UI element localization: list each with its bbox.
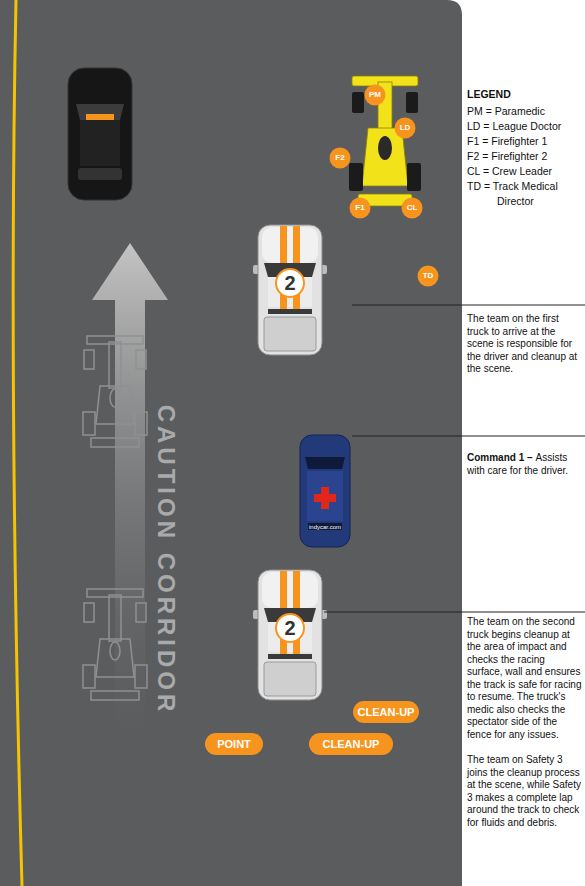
leader-line — [324, 612, 585, 613]
legend-entry: CL = Crew Leader — [467, 164, 583, 179]
leader-line — [352, 436, 585, 437]
zone-marker: CLEAN-UP — [353, 701, 419, 723]
legend-entry: F1 = Firefighter 1 — [467, 134, 583, 149]
marker-text: CLEAN-UP — [323, 739, 380, 750]
ghost-car — [83, 336, 147, 447]
marker-pill — [205, 733, 263, 755]
marker-circle — [365, 85, 386, 106]
marker-circle — [330, 148, 351, 169]
role-marker: TD — [417, 265, 439, 287]
role-marker: F1 — [349, 197, 371, 219]
ghost-car — [83, 589, 147, 700]
truck-number: 2 — [276, 614, 304, 642]
legend-heading: LEGEND — [467, 88, 583, 101]
legend-entry: F2 = Firefighter 2 — [467, 149, 583, 164]
marker-circle — [402, 198, 423, 219]
marker-circle — [418, 266, 439, 287]
legend: PM = ParamedicLD = League DoctorF1 = Fir… — [467, 104, 583, 209]
callout-text: The team on the second truck begins clea… — [467, 616, 582, 829]
track-surface — [0, 0, 462, 886]
marker-text: CL — [407, 204, 418, 212]
pace-car — [68, 68, 132, 200]
marker-text: POINT — [217, 739, 251, 750]
legend-entry: TD = Track Medical Director — [467, 179, 583, 209]
marker-text: TD — [423, 272, 434, 280]
callout-heading: Command 1 – — [467, 452, 533, 463]
callout-text: The team on the second truck begins clea… — [467, 616, 582, 741]
marker-text: F2 — [335, 154, 344, 162]
legend-entry: LD = League Doctor — [467, 119, 583, 134]
safety-truck — [253, 225, 327, 355]
marker-text: F1 — [355, 204, 364, 212]
marker-circle — [350, 198, 371, 219]
safety-truck — [253, 570, 327, 700]
legend-entry: PM = Paramedic — [467, 104, 583, 119]
command-car — [300, 435, 350, 547]
truck-number: 2 — [276, 269, 304, 297]
marker-text: CLEAN-UP — [358, 707, 415, 718]
marker-pill — [309, 733, 393, 755]
callout-text: The team on Safety 3 joins the cleanup p… — [467, 754, 582, 829]
corridor-label: CAUTION CORRIDOR — [154, 405, 178, 716]
car-livery-text: indycar.com — [300, 523, 350, 532]
track-edge-line — [13, 0, 22, 886]
role-marker: F2 — [329, 147, 351, 169]
zone-marker: CLEAN-UP — [309, 733, 393, 755]
marker-text: PM — [369, 91, 381, 99]
zone-marker: POINT — [205, 733, 263, 755]
marker-circle — [395, 118, 416, 139]
marker-text: LD — [400, 124, 411, 132]
role-marker: LD — [394, 117, 416, 139]
role-marker: CL — [401, 197, 423, 219]
callout-text: The team on the first truck to arrive at… — [467, 313, 582, 376]
indy-car — [349, 76, 421, 206]
callout-text: Command 1 –Assists with care for the dri… — [467, 452, 582, 477]
role-marker: PM — [364, 84, 386, 106]
marker-pill — [353, 701, 419, 723]
leader-line — [352, 305, 585, 306]
